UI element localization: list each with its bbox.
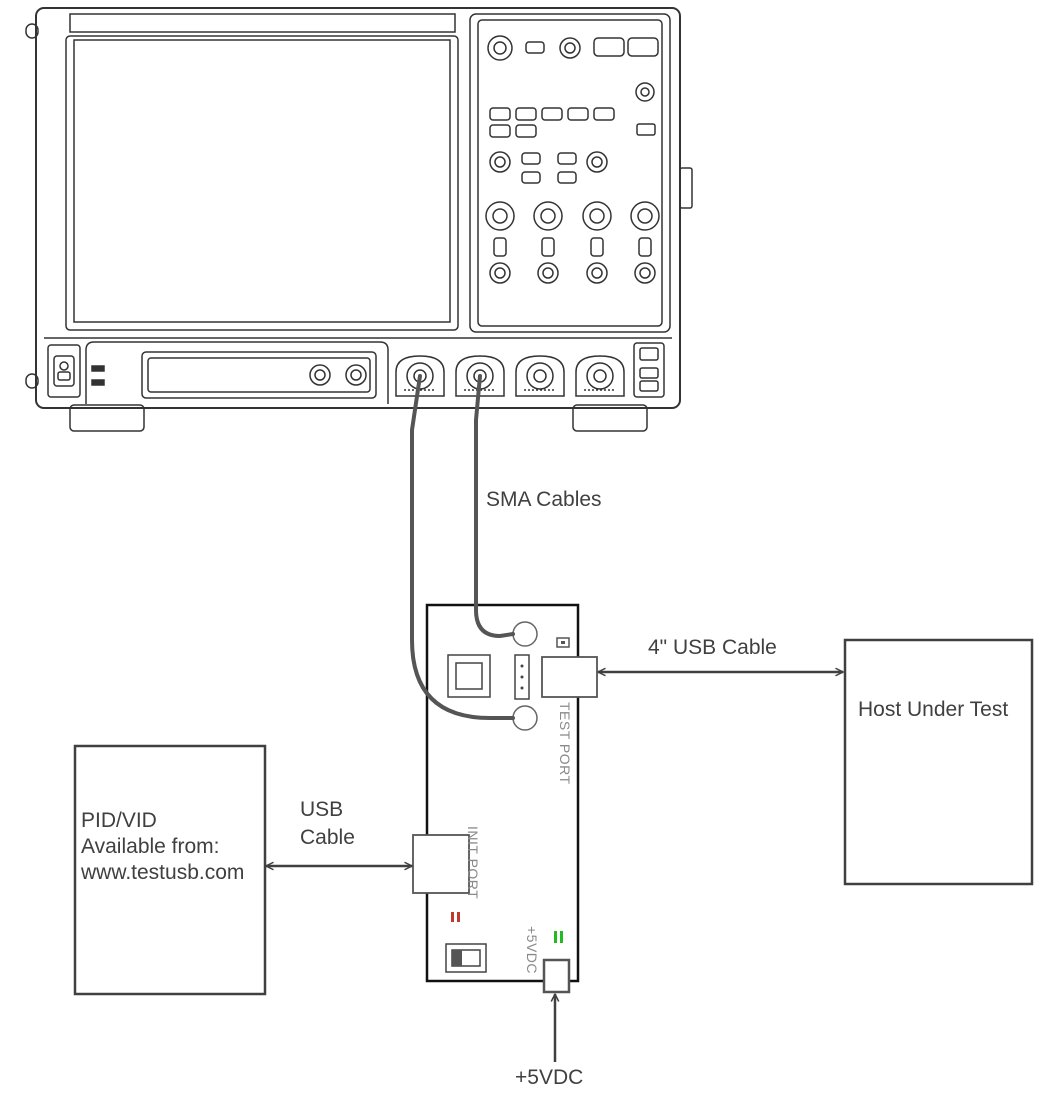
usb-4in-cable-label: 4" USB Cable xyxy=(648,636,777,659)
usb-cable-label-line2: Cable xyxy=(300,826,355,849)
pidvid-label-line3: www.testusb.com xyxy=(81,861,245,884)
pidvid-box xyxy=(73,744,267,996)
host-under-test-box xyxy=(843,638,1034,886)
oscilloscope xyxy=(25,7,693,432)
sma-cables-label: SMA Cables xyxy=(486,488,602,511)
test-fixture-board xyxy=(412,603,598,994)
connection-arrows xyxy=(266,672,843,1062)
pidvid-label-line2: Available from: xyxy=(81,835,220,858)
power-input-label: +5VDC xyxy=(515,1066,584,1089)
init-port-label: INIT PORT xyxy=(465,826,481,900)
usb-cable-label-line1: USB xyxy=(300,798,344,821)
power-port-label: +5VDC xyxy=(524,926,540,975)
test-port-label: TEST PORT xyxy=(557,702,573,785)
scope-input-connectors xyxy=(395,355,625,397)
sma-cable-2 xyxy=(474,374,515,639)
pidvid-label-line1: PID/VID xyxy=(81,809,157,832)
sma-cable-1 xyxy=(410,374,515,720)
host-under-test-label: Host Under Test xyxy=(858,698,1009,721)
sma-cables xyxy=(410,374,515,720)
